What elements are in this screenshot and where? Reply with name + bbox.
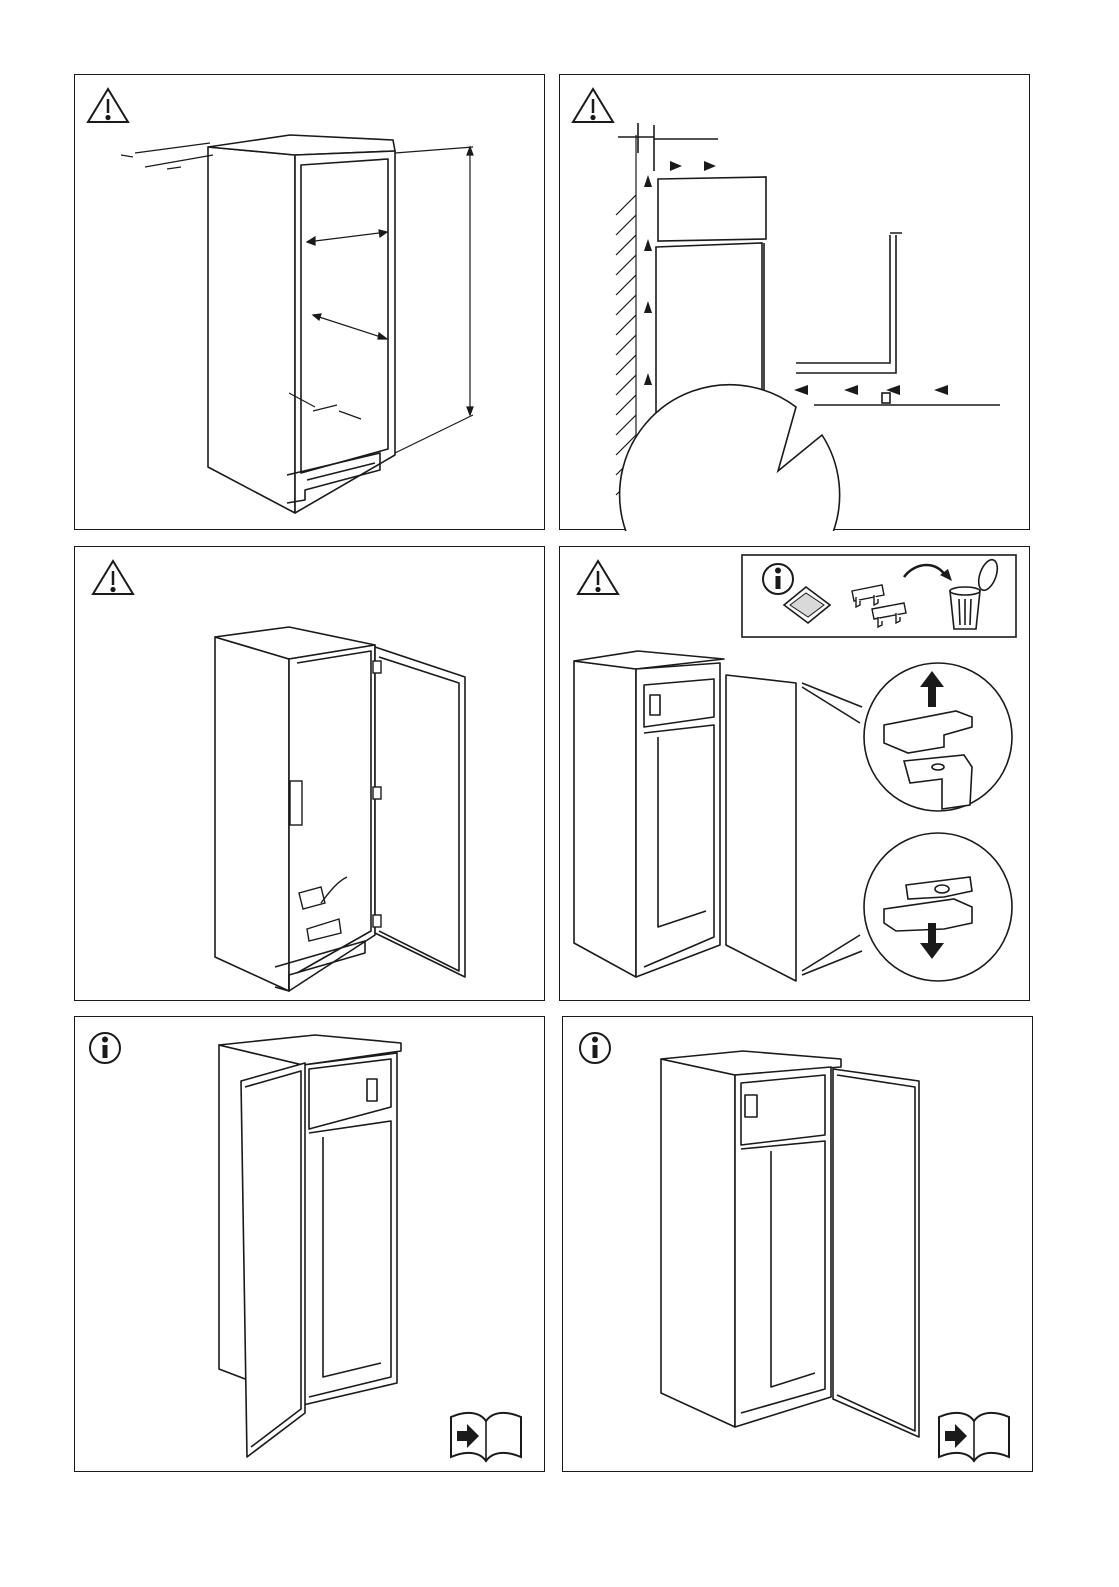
- detail-magnifier: [620, 233, 1000, 531]
- warning-triangle-icon: [578, 561, 618, 594]
- cabinet-door-open-right: [661, 1051, 919, 1437]
- cabinet-door-open-left: [219, 1035, 401, 1457]
- door-right-illustration: [563, 1017, 1034, 1473]
- warning-triangle-icon: [573, 89, 613, 122]
- info-box: [742, 555, 1016, 637]
- panel-hinge-cover: [559, 546, 1030, 1001]
- cabinet-door-open: [574, 651, 796, 981]
- cabinet-niche: [208, 135, 395, 513]
- panel-door-left: [74, 1016, 545, 1472]
- hinge-cover-illustration: [560, 547, 1031, 1002]
- cabinet-with-open-door: [215, 627, 465, 991]
- panel-door-hinge: [74, 546, 545, 1001]
- manual-reference-icon: [939, 1413, 1009, 1461]
- hinge-detail-top: [802, 663, 1012, 811]
- panel-niche-dimensions: [74, 74, 545, 530]
- info-icon: [763, 564, 793, 594]
- hinge-detail-bottom: [802, 833, 1012, 981]
- warning-triangle-icon: [93, 561, 133, 594]
- door-hinge-illustration: [75, 547, 546, 1002]
- warning-triangle-icon: [88, 89, 128, 122]
- detail-airflow-arrows: [794, 385, 948, 395]
- door-left-illustration: [75, 1017, 546, 1473]
- info-icon: [90, 1033, 120, 1063]
- ventilation-illustration: [560, 75, 1031, 531]
- niche-dimensions-illustration: [75, 75, 546, 531]
- panel-door-right: [562, 1016, 1033, 1472]
- info-icon: [580, 1033, 610, 1063]
- manual-reference-icon: [451, 1413, 521, 1461]
- panel-ventilation: [559, 74, 1030, 530]
